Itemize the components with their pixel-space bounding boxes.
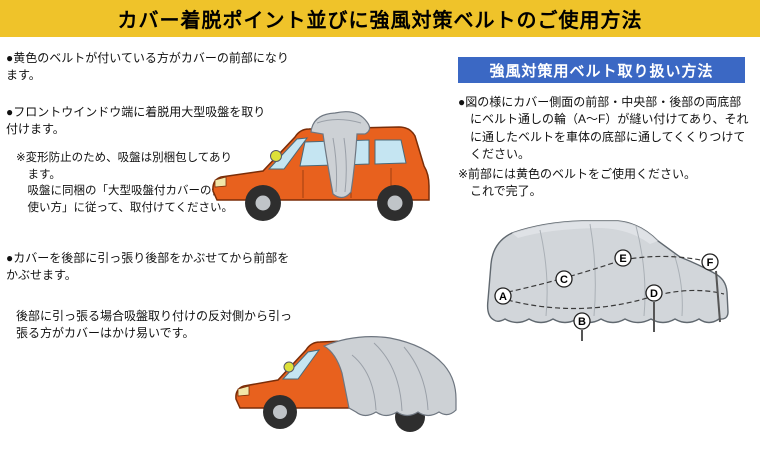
cover-full	[486, 220, 729, 324]
cover-rear	[322, 336, 457, 417]
note-yellow-belt: ※前部には黄色のベルトをご使用ください。 これで完了。	[458, 167, 697, 199]
belt-label-d: D	[650, 288, 658, 300]
illustration-covered-car-belt-loops: A B C D E F	[486, 220, 729, 341]
instruction-suction-cup: ●フロントウインドウ端に着脱用大型吸盤を取り 付けます。	[6, 105, 266, 137]
belt-label-a: A	[499, 291, 507, 303]
car-windshield	[281, 349, 321, 380]
note-suction-cup: ※変形防止のため、吸盤は別梱包してあり ます。 吸盤に同梱の「大型吸盤付カバーの…	[16, 152, 246, 215]
instruction-belt-loops: ●図の様にカバー側面の前部・中央部・後部の両底部 にベルト通しの輪（A～F）が縫…	[458, 95, 749, 162]
belt-dashed-lines	[499, 255, 725, 310]
headlight	[237, 385, 250, 397]
page-title: カバー着脱ポイント並びに強風対策ベルトのご使用方法	[0, 0, 760, 37]
instruction-front-belt: ●黄色のベルトが付いている方がカバーの前部になり ます。	[6, 51, 289, 83]
cover-bundle	[310, 111, 371, 199]
headlight	[214, 176, 227, 188]
belt-label-f: F	[707, 257, 714, 269]
belt-label-c: C	[560, 274, 568, 286]
car-wheels	[245, 185, 413, 221]
wind-belt-section-header: 強風対策用ベルト取り扱い方法	[458, 57, 745, 83]
belt-loop-labels: A B C D E F	[494, 249, 719, 330]
belt-label-e: E	[619, 253, 626, 265]
belt-label-b: B	[578, 316, 586, 328]
tip-pull-rear: 後部に引っ張る場合吸盤取り付けの反対側から引っ 張る方がカバーはかけ易いです。	[16, 309, 293, 341]
illustration-cover-rear-pull	[235, 336, 457, 432]
instruction-pull-rear: ●カバーを後部に引っ張り後部をかぶせてから前部を かぶせます。	[6, 251, 290, 283]
belt-stakes	[581, 270, 721, 341]
illustration-cover-front-attach	[212, 111, 430, 221]
suction-cup-icon	[283, 361, 295, 373]
suction-cup-icon	[270, 150, 282, 162]
front-wheel	[263, 395, 297, 429]
